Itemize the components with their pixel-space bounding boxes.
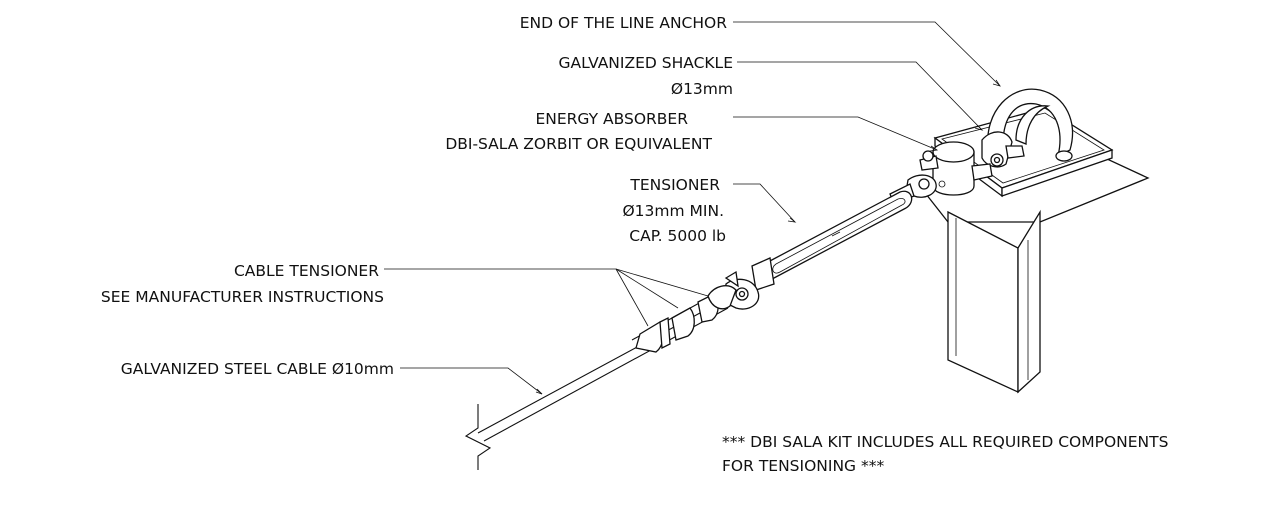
steel-cable: [477, 285, 737, 442]
leader-lines: [384, 21, 1001, 395]
note-line1: *** DBI SALA KIT INCLUDES ALL REQUIRED C…: [722, 433, 1168, 451]
label-anchor: END OF THE LINE ANCHOR: [520, 14, 728, 32]
tensioner: [723, 174, 946, 310]
labels: END OF THE LINE ANCHOR GALVANIZED SHACKL…: [101, 14, 1169, 475]
label-shackle-line2: Ø13mm: [671, 80, 733, 98]
galvanized-shackle: [981, 131, 1025, 168]
label-tensioner-line2: Ø13mm MIN.: [622, 202, 724, 220]
label-cable-tensioner-line2: SEE MANUFACTURER INSTRUCTIONS: [101, 288, 384, 306]
break-symbol: [464, 404, 492, 470]
label-absorber-line2: DBI-SALA ZORBIT OR EQUIVALENT: [445, 135, 712, 153]
label-shackle-line1: GALVANIZED SHACKLE: [559, 54, 733, 72]
label-tensioner-line1: TENSIONER: [629, 176, 720, 194]
label-cable-tensioner-line1: CABLE TENSIONER: [234, 262, 379, 280]
label-cable: GALVANIZED STEEL CABLE Ø10mm: [121, 360, 394, 378]
energy-absorber: [919, 141, 993, 196]
note-line2: FOR TENSIONING ***: [722, 457, 884, 475]
label-tensioner-line3: CAP. 5000 lb: [629, 227, 726, 245]
label-absorber-line1: ENERGY ABSORBER: [535, 110, 688, 128]
